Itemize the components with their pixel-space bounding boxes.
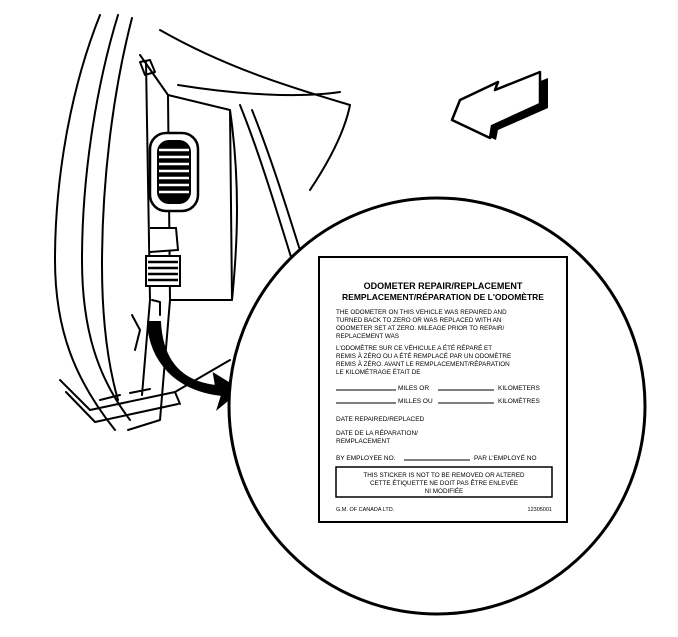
sticker-body-fr-line: L'ODOMÈTRE SUR CE VÉHICULE A ÉTÉ RÉPARÉ … [336,343,492,352]
sticker-body-en-line: ODOMETER SET AT ZERO. MILEAGE PRIOR TO R… [336,325,505,332]
date-reparation-label-2: REMPLACEMENT [336,438,390,445]
sticker-title-en: ODOMETER REPAIR/REPLACEMENT [364,281,523,291]
kilometers-label: KILOMETERS [498,385,541,392]
door-switch [149,227,180,253]
warning-line: CETTE ÉTIQUETTE NE DOIT PAS ÊTRE ENLEVÉE [370,478,518,487]
warning-box [335,466,553,498]
date-reparation-label: DATE DE LA RÉPARATION/ [336,428,418,437]
sticker-body-en-line: REPLACEMENT WAS [336,333,399,340]
by-employee-label: BY EMPLOYEE NO. [336,455,396,462]
warning-line: THIS STICKER IS NOT TO BE REMOVED OR ALT… [363,472,525,479]
sticker-body-fr-line: REMIS À ZÉRO OU A ÉTÉ REMPLACÉ PAR UN OD… [336,351,511,360]
vent-grille [148,131,200,213]
milles-ou-label: MILLES OU [398,398,433,405]
sticker-body-fr-line: LE KILOMÉTRAGE ÉTAIT DE [336,367,420,376]
sticker-body-en-line: TURNED BACK TO ZERO OR WAS REPLACED WITH… [336,317,502,324]
sticker-body-en-line: THE ODOMETER ON THIS VEHICLE WAS REPAIRE… [336,309,507,316]
miles-or-label: MILES OR [398,385,429,392]
odometer-sticker: ODOMETER REPAIR/REPLACEMENT REMPLACEMENT… [318,256,568,523]
date-repaired-label: DATE REPAIRED/REPLACED [336,416,425,423]
sticker-location-mark [145,255,181,287]
footer-part-number: 12305001 [528,507,552,513]
par-employe-label: PAR L'EMPLOYÉ NO [474,453,537,462]
sticker-body-fr-line: REMIS À ZÉRO. AVANT LE REMPLACEMENT/RÉPA… [336,359,510,368]
footer-manufacturer: G.M. OF CANADA LTD. [336,507,395,513]
view-direction-arrow [450,70,548,140]
kilometres-label: KILOMÈTRES [498,396,541,405]
sticker-title-fr: REMPLACEMENT/RÉPARATION DE L'ODOMÈTRE [342,292,544,302]
warning-line: NI MODIFIÉE [425,486,463,495]
